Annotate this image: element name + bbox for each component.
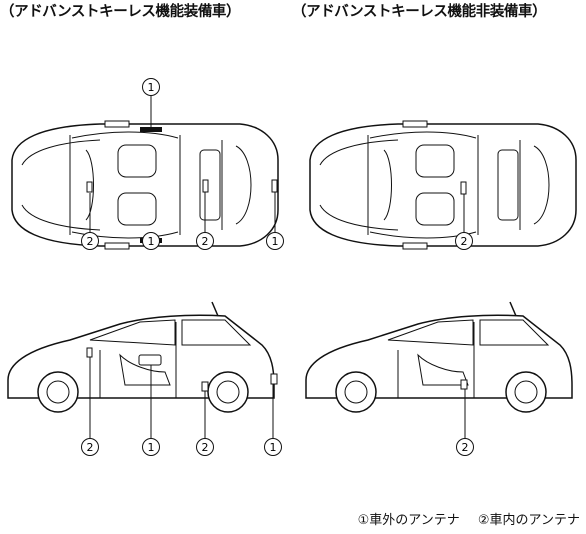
svg-text:2: 2 <box>202 441 209 454</box>
svg-text:1: 1 <box>148 235 155 248</box>
car-side-view-equipped <box>7 301 278 413</box>
callout-side-1-console: 1 <box>142 438 160 456</box>
antenna-marker-rear-interior <box>201 381 209 392</box>
callout-top-2-front: 2 <box>81 232 99 250</box>
antenna-marker-console <box>138 354 162 366</box>
svg-text:2: 2 <box>202 235 209 248</box>
svg-text:1: 1 <box>148 81 155 94</box>
antenna-marker-rear-bumper <box>270 373 278 385</box>
leader-lines <box>89 96 466 438</box>
antenna-marker-front-interior <box>86 347 93 358</box>
svg-text:2: 2 <box>87 441 94 454</box>
svg-text:1: 1 <box>270 441 277 454</box>
heading-equipped: （アドバンストキーレス機能装備車） <box>0 4 241 20</box>
legend-exterior-antenna: ①車外のアンテナ <box>357 513 460 528</box>
svg-text:1: 1 <box>272 235 279 248</box>
antenna-marker-roof <box>140 127 162 132</box>
antenna-marker-interior-front <box>86 181 93 193</box>
legend-interior-antenna: ②車内のアンテナ <box>477 513 580 528</box>
antenna-marker-interior-rear <box>202 179 209 193</box>
legend: ①車外のアンテナ ②車内のアンテナ <box>344 509 580 528</box>
callout-top-1-bumper: 1 <box>266 232 284 250</box>
antenna-marker-interior <box>460 181 467 195</box>
antenna-marker-rear-bumper <box>271 179 278 193</box>
callout-side-1-bumper: 1 <box>264 438 282 456</box>
svg-text:2: 2 <box>461 235 468 248</box>
svg-text:2: 2 <box>87 235 94 248</box>
svg-text:2: 2 <box>462 441 469 454</box>
antenna-marker-interior <box>460 379 468 390</box>
callout-top-right-2: 2 <box>455 232 473 250</box>
car-top-view-equipped <box>11 120 279 250</box>
callout-top-2-rear: 2 <box>196 232 214 250</box>
callout-side-2-front: 2 <box>81 438 99 456</box>
car-top-view-not-equipped <box>309 120 577 250</box>
callout-top-1-floor: 1 <box>142 232 160 250</box>
callout-top-1-roof: 1 <box>142 78 160 96</box>
svg-text:1: 1 <box>148 441 155 454</box>
heading-not-equipped: （アドバンストキーレス機能非装備車） <box>292 4 547 20</box>
callout-side-right-2: 2 <box>456 438 474 456</box>
callout-side-2-rear: 2 <box>196 438 214 456</box>
car-side-view-not-equipped <box>305 301 573 413</box>
